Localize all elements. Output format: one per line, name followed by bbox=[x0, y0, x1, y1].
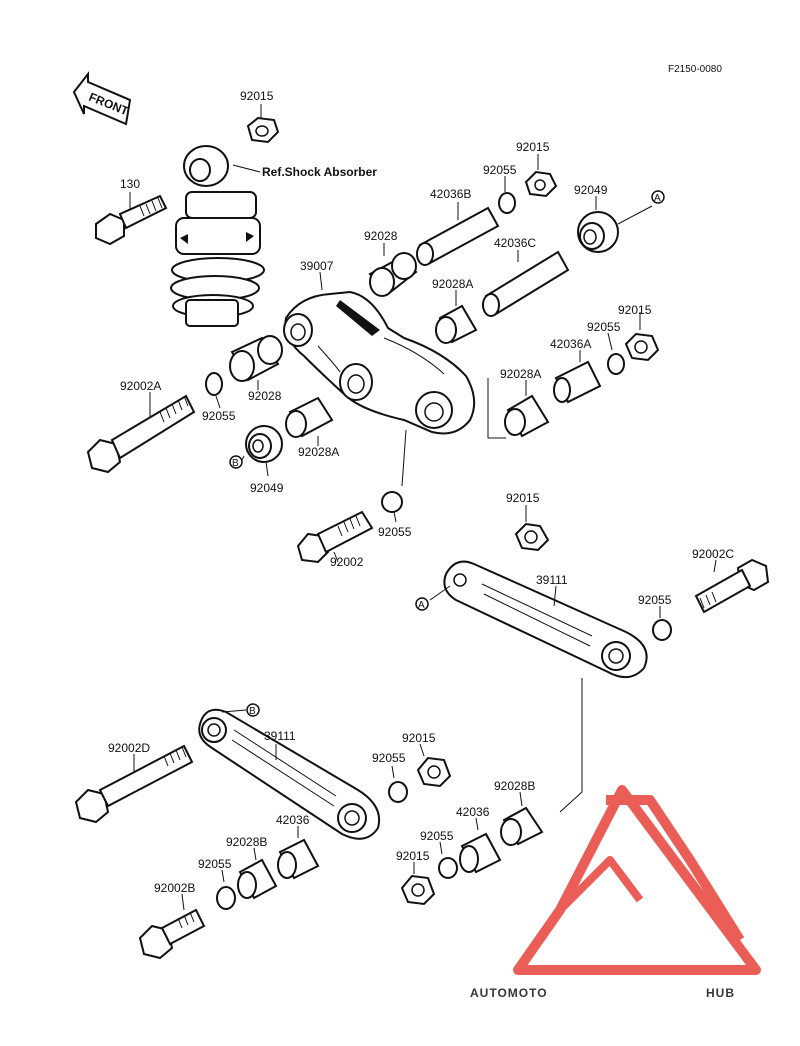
label-92055-f: 92055 bbox=[372, 751, 406, 765]
label-92028a-a: 92028A bbox=[432, 277, 473, 291]
label-92028b-b: 92028B bbox=[226, 835, 267, 849]
label-92002d: 92002D bbox=[108, 741, 150, 755]
label-42036a: 42036A bbox=[550, 337, 591, 351]
label-92055-h: 92055 bbox=[420, 829, 454, 843]
label-92055-c: 92055 bbox=[202, 409, 236, 423]
bolt-130 bbox=[95, 192, 168, 246]
callout-a-upper: A bbox=[654, 193, 661, 204]
watermark-part2: HUB bbox=[706, 986, 735, 1000]
label-42036-b: 42036 bbox=[276, 813, 310, 827]
leader-39007-92055 bbox=[401, 429, 407, 487]
label-42036-a: 42036 bbox=[456, 805, 490, 819]
label-92028a-b: 92028A bbox=[500, 367, 541, 381]
label-92055-g: 92055 bbox=[198, 857, 232, 871]
bushing-92028 bbox=[368, 243, 418, 297]
label-92015-b: 92015 bbox=[516, 140, 550, 154]
bushing-92028a-a bbox=[435, 290, 478, 344]
label-92028b-a: 92028B bbox=[494, 779, 535, 793]
label-92002b: 92002B bbox=[154, 881, 195, 895]
rocker-arm-39007 bbox=[283, 271, 476, 435]
label-92055-b: 92055 bbox=[587, 320, 621, 334]
label-42036c: 42036C bbox=[494, 236, 536, 250]
ref-shock-absorber-label: Ref.Shock Absorber bbox=[262, 165, 377, 179]
ring-92055-g bbox=[216, 869, 236, 910]
sleeve-42036-b bbox=[277, 826, 320, 880]
nut-92015-f bbox=[400, 862, 436, 906]
seal-92049-a bbox=[577, 190, 665, 253]
tie-rod-39111-a bbox=[415, 560, 648, 679]
ring-92055-h bbox=[438, 841, 458, 879]
label-39007: 39007 bbox=[300, 259, 334, 273]
bushing-92028-b bbox=[229, 335, 283, 390]
nut-92015-c bbox=[624, 312, 660, 362]
sleeve-42036c bbox=[482, 250, 570, 317]
bushing-92028b-a bbox=[500, 791, 544, 846]
label-92015-d: 92015 bbox=[506, 491, 540, 505]
label-92049-b: 92049 bbox=[250, 481, 284, 495]
nut-92015-d bbox=[514, 505, 550, 552]
shock-absorber-reference bbox=[170, 145, 265, 327]
figure-code: F2150-0080 bbox=[668, 64, 722, 75]
seal-92049-b bbox=[229, 425, 283, 477]
label-92015-f: 92015 bbox=[396, 849, 430, 863]
bolt-92002c bbox=[694, 558, 770, 614]
bolt-92002a bbox=[86, 392, 196, 474]
bushing-92028a-b bbox=[504, 380, 550, 438]
callout-a-lower: A bbox=[418, 600, 425, 611]
assembly-bracket-line bbox=[487, 378, 506, 439]
label-92015-c: 92015 bbox=[618, 303, 652, 317]
bolt-92002d bbox=[74, 744, 194, 824]
ring-92055-b bbox=[607, 332, 625, 375]
label-92049-a: 92049 bbox=[574, 183, 608, 197]
label-92028a-c: 92028A bbox=[298, 445, 339, 459]
label-42036b: 42036B bbox=[430, 187, 471, 201]
callout-b-left: B bbox=[232, 458, 239, 469]
sleeve-42036-a bbox=[459, 817, 502, 874]
label-92028-b: 92028 bbox=[248, 389, 282, 403]
callout-b-lower: B bbox=[249, 706, 256, 717]
label-92015-top: 92015 bbox=[240, 89, 274, 103]
watermark-part1: AUTOMOTO bbox=[470, 986, 548, 1000]
automotohub-logo: AUTOMOTO HUB bbox=[470, 785, 761, 1000]
bolt-92002b bbox=[138, 893, 206, 960]
label-92055-e: 92055 bbox=[638, 593, 672, 607]
label-92055-d: 92055 bbox=[378, 525, 412, 539]
bushing-92028b-b bbox=[237, 847, 278, 900]
ring-92055-a bbox=[498, 176, 516, 214]
sleeve-42036a bbox=[553, 350, 602, 404]
nut-92015-b bbox=[524, 154, 558, 198]
label-92028: 92028 bbox=[364, 229, 398, 243]
sleeve-42036b bbox=[416, 202, 500, 266]
nut-92015-e bbox=[416, 743, 452, 788]
bolt-92002 bbox=[296, 510, 374, 564]
ring-92055-f bbox=[388, 765, 408, 803]
bushing-92028a-c bbox=[285, 396, 334, 446]
front-arrow-icon: FRONT bbox=[72, 71, 132, 126]
ring-92055-e bbox=[652, 606, 672, 641]
label-92002: 92002 bbox=[330, 555, 364, 569]
label-39111-a: 39111 bbox=[536, 573, 568, 587]
nut-92015-top bbox=[246, 104, 280, 144]
label-130: 130 bbox=[120, 177, 140, 191]
label-92002c: 92002C bbox=[692, 547, 734, 561]
ring-92055-d bbox=[381, 491, 403, 523]
ring-92055-c bbox=[205, 372, 223, 409]
label-92055-a: 92055 bbox=[483, 163, 517, 177]
label-92002a: 92002A bbox=[120, 379, 161, 393]
tie-rod-39111-b bbox=[198, 703, 380, 840]
label-92015-e: 92015 bbox=[402, 731, 436, 745]
leader-39111-92028b bbox=[559, 678, 583, 813]
label-39111-b: 39111 bbox=[264, 729, 296, 743]
